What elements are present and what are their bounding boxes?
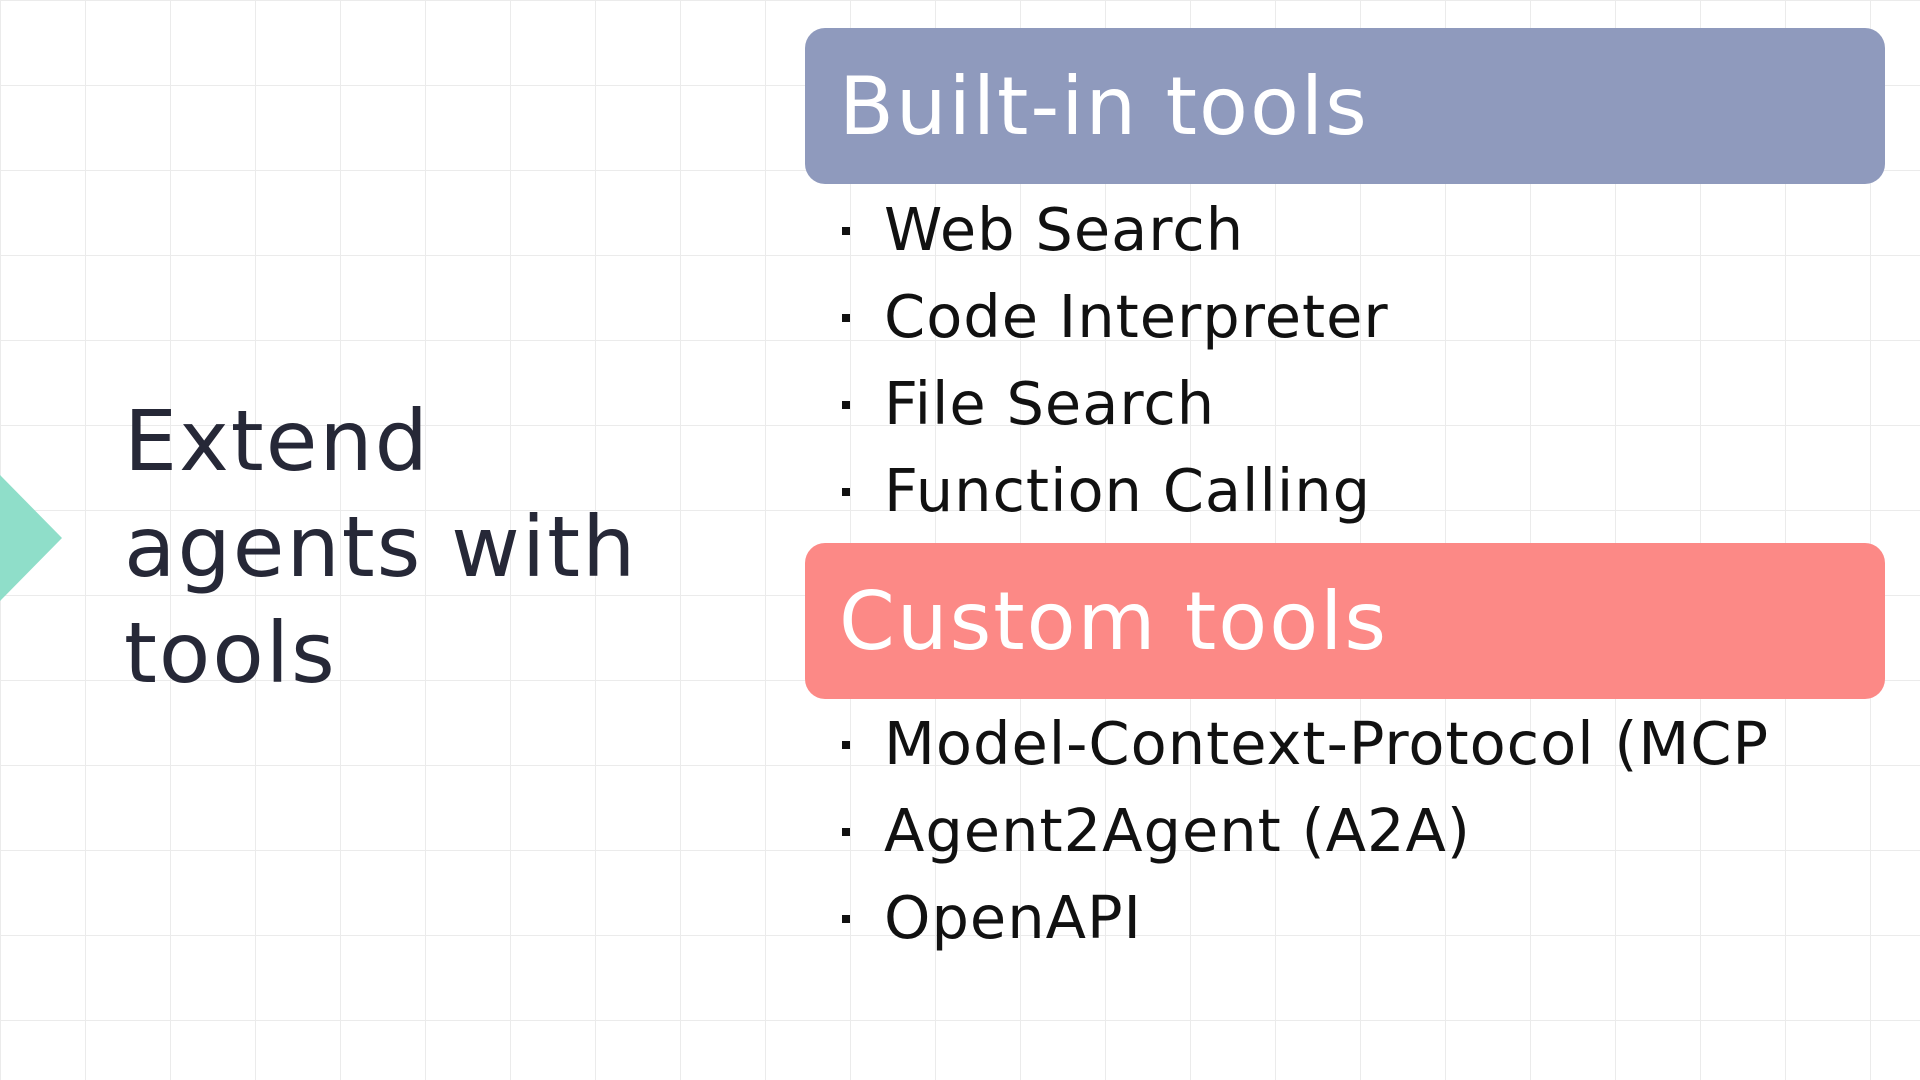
- custom-tools-header: Custom tools: [805, 543, 1885, 699]
- list-item: File Search: [838, 360, 1389, 447]
- list-item: Agent2Agent (A2A): [838, 787, 1769, 874]
- list-item: Model-Context-Protocol (MCP: [838, 700, 1769, 787]
- list-item: Function Calling: [838, 447, 1389, 534]
- builtin-tools-list: Web Search Code Interpreter File Search …: [838, 186, 1389, 534]
- list-item-label: Web Search: [884, 195, 1245, 264]
- arrow-marker-icon: [0, 475, 62, 601]
- bullet-icon: [842, 488, 850, 496]
- bullet-icon: [842, 915, 850, 923]
- list-item-label: Code Interpreter: [884, 282, 1389, 351]
- custom-tools-title: Custom tools: [839, 574, 1389, 668]
- bullet-icon: [842, 741, 850, 749]
- builtin-tools-header: Built-in tools: [805, 28, 1885, 184]
- list-item-label: Model-Context-Protocol (MCP: [884, 709, 1770, 778]
- builtin-tools-title: Built-in tools: [839, 59, 1369, 153]
- list-item: Code Interpreter: [838, 273, 1389, 360]
- list-item: Web Search: [838, 186, 1389, 273]
- slide-headline: Extend agents with tools: [124, 392, 638, 702]
- list-item-label: Function Calling: [884, 456, 1372, 525]
- list-item: OpenAPI: [838, 874, 1769, 961]
- bullet-icon: [842, 227, 850, 235]
- custom-tools-list: Model-Context-Protocol (MCP Agent2Agent …: [838, 700, 1769, 961]
- list-item-label: File Search: [884, 369, 1216, 438]
- list-item-label: OpenAPI: [884, 883, 1142, 952]
- bullet-icon: [842, 828, 850, 836]
- bullet-icon: [842, 401, 850, 409]
- bullet-icon: [842, 314, 850, 322]
- list-item-label: Agent2Agent (A2A): [884, 796, 1471, 865]
